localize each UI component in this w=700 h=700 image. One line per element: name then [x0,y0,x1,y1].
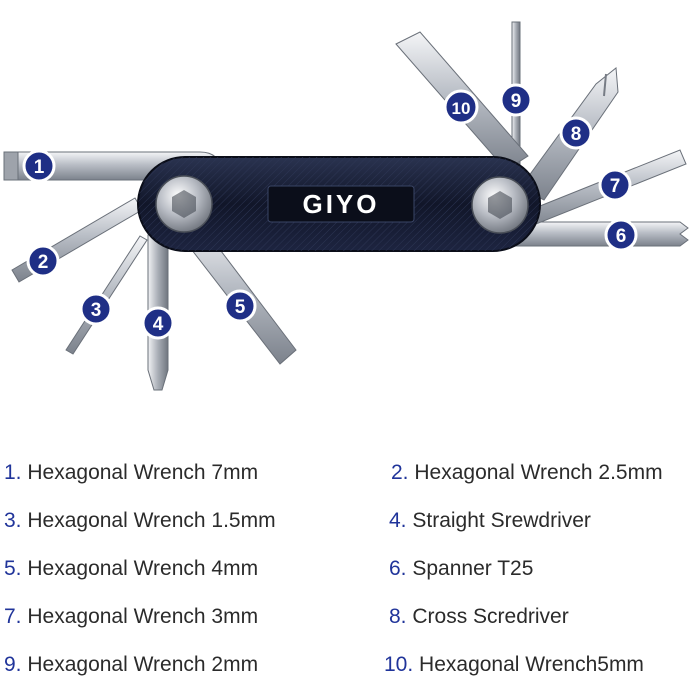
callout-5: 5 [223,289,257,323]
legend-item-1: 1. Hexagonal Wrench 7mm [4,461,259,484]
svg-text:4: 4 [153,314,164,335]
callout-9: 9 [499,83,533,117]
bolt-left [155,175,213,233]
svg-text:2: 2 [38,252,49,273]
legend-item-8: 8. Cross Scredriver [389,605,569,628]
tool-body: GIYO [137,156,541,252]
callout-8: 8 [559,116,593,150]
brand-logo: GIYO [302,189,379,219]
svg-text:3: 3 [91,300,102,321]
callout-3: 3 [79,292,113,326]
callout-10: 10 [443,89,479,125]
svg-text:10: 10 [452,99,471,118]
legend-item-4: 4. Straight Srewdriver [389,509,591,532]
svg-text:1: 1 [34,157,45,178]
legend-item-5: 5. Hexagonal Wrench 4mm [4,557,259,580]
callout-6: 6 [604,218,638,252]
tool-3-hex-wrench-1-5mm [65,235,148,355]
svg-text:5: 5 [235,297,246,318]
callout-2: 2 [26,244,60,278]
svg-text:7: 7 [610,176,621,197]
callout-4: 4 [141,306,175,340]
svg-text:8: 8 [571,124,582,145]
tool-6-spanner-t25 [499,221,689,247]
callout-7: 7 [598,168,632,202]
svg-text:9: 9 [511,91,522,112]
callout-1: 1 [22,149,56,183]
legend-item-6: 6. Spanner T25 [389,557,534,580]
bolt-right [471,176,529,234]
legend-item-10: 10. Hexagonal Wrench5mm [384,653,644,676]
legend-item-2: 2. Hexagonal Wrench 2.5mm [391,461,663,484]
multi-tool-illustration: GIYO 1 2 3 4 5 6 7 8 [3,21,689,391]
legend-item-7: 7. Hexagonal Wrench 3mm [4,605,259,628]
svg-text:6: 6 [616,226,627,247]
legend-item-9: 9. Hexagonal Wrench 2mm [4,653,259,676]
legend-item-3: 3. Hexagonal Wrench 1.5mm [4,509,276,532]
tool-legend: 1. Hexagonal Wrench 7mm 2. Hexagonal Wre… [0,440,700,690]
